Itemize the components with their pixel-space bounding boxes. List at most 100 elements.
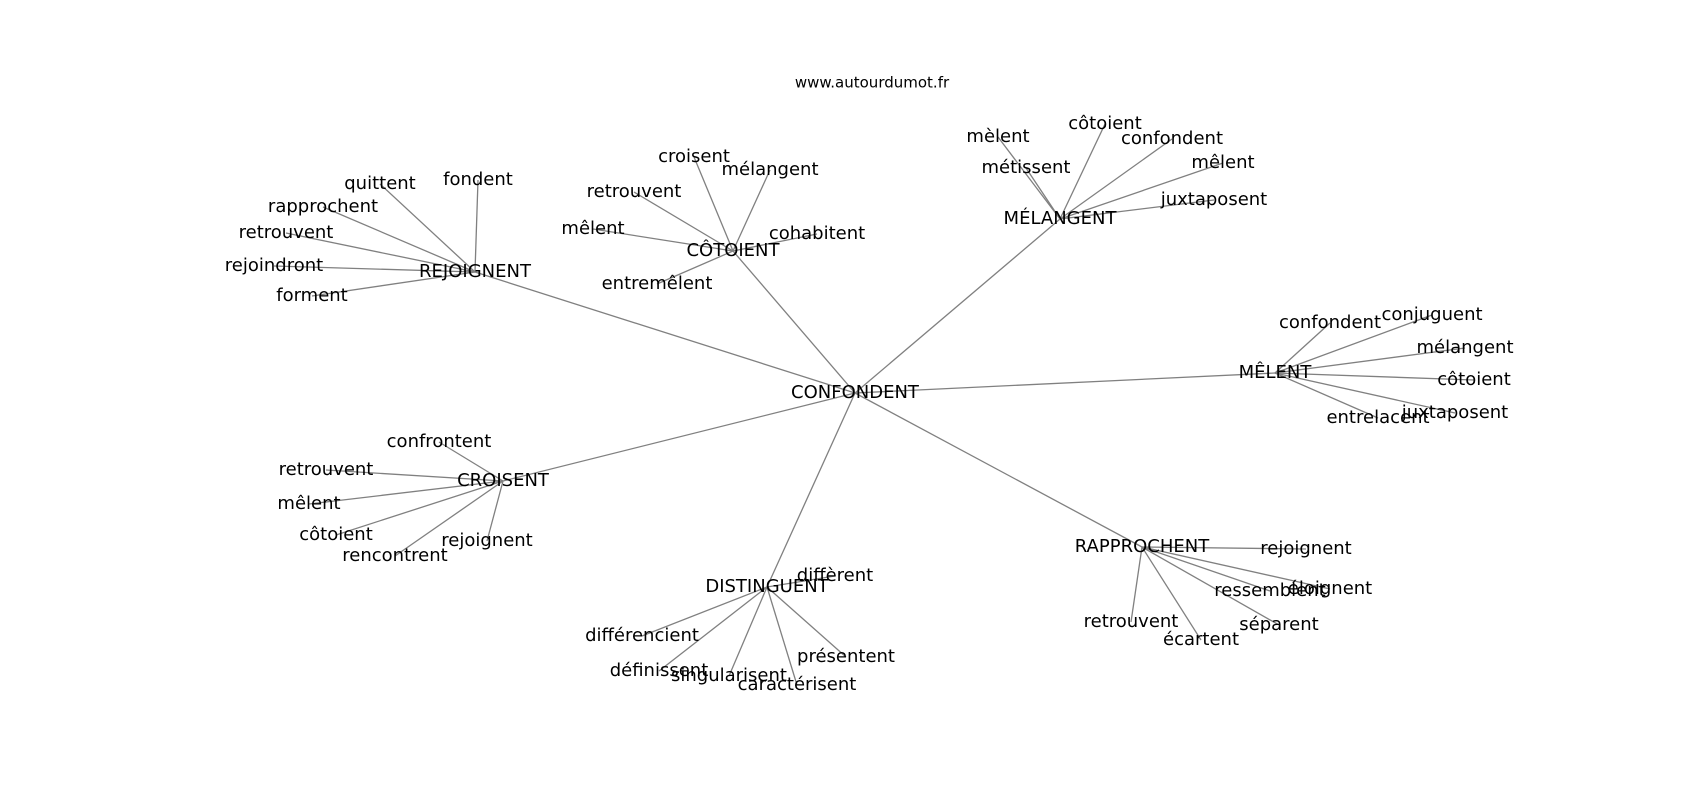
edge-hub-leaf [322, 206, 476, 273]
hub-node[interactable]: MÊLENT [1239, 361, 1313, 383]
leaf-node[interactable]: mélangent [721, 159, 818, 180]
edge-hub-leaf [1274, 372, 1379, 419]
edge-hub-leaf [1059, 162, 1224, 220]
leaf-node[interactable]: mêlent [277, 493, 340, 514]
hub-node[interactable]: CÔTOIENT [686, 239, 780, 261]
leaf-node[interactable]: métissent [982, 157, 1071, 178]
leaf-node[interactable]: différencient [585, 625, 699, 646]
graph-edges [273, 123, 1475, 686]
hub-node[interactable]: RAPPROCHENT [1075, 536, 1210, 557]
leaf-node[interactable]: quittent [344, 173, 416, 194]
edge-hub-leaf [1274, 322, 1331, 374]
hub-node[interactable]: MÉLANGENT [1004, 207, 1118, 229]
edge-hub-leaf [1059, 138, 1173, 220]
leaf-node[interactable]: mêlent [561, 218, 624, 239]
leaf-node[interactable]: définissent [610, 660, 709, 681]
leaf-node[interactable]: côtoient [299, 524, 373, 545]
graph-labels: CONFONDENT REJOIGNENT quittent fondent rappr… [225, 113, 1514, 695]
edge-center-hub [502, 392, 856, 482]
edge-hub-leaf [438, 441, 504, 482]
edge-hub-leaf [1025, 167, 1061, 220]
leaf-node[interactable]: rejoignent [1260, 538, 1351, 559]
leaf-node[interactable]: croisent [658, 146, 730, 167]
edge-hub-leaf [335, 480, 504, 536]
watermark: www.autourdumot.fr [795, 74, 950, 92]
leaf-node[interactable]: séparent [1239, 614, 1318, 635]
edge-hub-leaf [592, 228, 734, 252]
edge-center-hub [854, 218, 1061, 394]
edge-hub-leaf [1141, 546, 1202, 641]
edge-hub-leaf [474, 179, 479, 273]
leaf-node[interactable]: présentent [797, 646, 895, 667]
edge-center-hub [854, 372, 1276, 394]
edge-hub-leaf [766, 586, 798, 686]
leaf-node[interactable]: singularisent [671, 665, 787, 686]
edge-hub-leaf [1141, 546, 1331, 590]
leaf-node[interactable]: diffèrent [797, 565, 873, 586]
edge-hub-leaf [633, 191, 734, 252]
leaf-node[interactable]: juxtaposent [1401, 402, 1509, 423]
leaf-node[interactable]: écartent [1163, 629, 1239, 650]
leaf-node[interactable]: rejoignent [441, 530, 532, 551]
leaf-node[interactable]: rapprochent [268, 196, 378, 217]
edge-hub-leaf [1059, 123, 1106, 220]
edge-hub-leaf [285, 232, 476, 273]
leaf-node[interactable]: confondent [1121, 128, 1223, 149]
edge-hub-leaf [273, 265, 476, 273]
edge-hub-leaf [732, 169, 771, 252]
leaf-node[interactable]: retrouvent [1084, 611, 1179, 632]
leaf-node[interactable]: caractérisent [738, 674, 857, 695]
edge-hub-leaf [486, 480, 504, 542]
edge-hub-leaf [1141, 546, 1307, 550]
leaf-node[interactable]: mélangent [1416, 337, 1513, 358]
leaf-node[interactable]: rejoindront [225, 255, 323, 276]
leaf-node[interactable]: retrouvent [279, 459, 374, 480]
edge-hub-leaf [658, 586, 768, 672]
leaf-node[interactable]: éloignent [1288, 578, 1372, 599]
edge-hub-leaf [997, 136, 1061, 220]
edge-hub-leaf [732, 233, 818, 252]
edge-hub-leaf [1274, 372, 1456, 414]
leaf-node[interactable]: retrouvent [587, 181, 682, 202]
leaf-node[interactable]: côtoient [1068, 113, 1142, 134]
leaf-node[interactable]: entrelacent [1326, 407, 1429, 428]
edge-hub-leaf [728, 586, 768, 677]
leaf-node[interactable]: confondent [1279, 312, 1381, 333]
edge-hub-leaf [656, 250, 734, 285]
leaf-node[interactable]: retrouvent [239, 222, 334, 243]
edge-hub-leaf [1141, 546, 1271, 592]
edge-hub-leaf [1274, 314, 1433, 374]
edge-hub-leaf [1274, 372, 1475, 381]
leaf-node[interactable]: juxtaposent [1160, 189, 1268, 210]
leaf-node[interactable]: fondent [443, 169, 513, 190]
leaf-node[interactable]: rencontrent [342, 545, 447, 566]
leaf-node[interactable]: conjuguent [1381, 304, 1482, 325]
leaf-node[interactable]: cohabitent [769, 223, 865, 244]
leaf-node[interactable]: mêlent [1191, 152, 1254, 173]
hub-node[interactable]: DISTINGUENT [705, 576, 829, 597]
edge-hub-leaf [766, 575, 836, 588]
edge-hub-leaf [1141, 546, 1280, 626]
edge-hub-leaf [308, 480, 504, 505]
leaf-node[interactable]: ressemblent [1214, 580, 1325, 601]
edge-hub-leaf [1130, 546, 1143, 623]
edge-hub-leaf [1059, 199, 1215, 220]
edge-hub-leaf [379, 183, 476, 273]
leaf-node[interactable]: confrontent [387, 431, 492, 452]
leaf-node[interactable]: forment [276, 285, 348, 306]
leaf-node[interactable]: entremêlent [602, 273, 713, 294]
edge-center-hub [766, 392, 856, 588]
edge-hub-leaf [641, 586, 768, 637]
edge-hub-leaf [311, 271, 476, 297]
leaf-node[interactable]: mèlent [966, 126, 1029, 147]
edge-center-hub [732, 250, 856, 394]
leaf-node[interactable]: côtoient [1437, 369, 1511, 390]
edge-hub-leaf [394, 480, 504, 557]
edge-hub-leaf [693, 156, 734, 252]
center-node[interactable]: CONFONDENT [791, 382, 920, 403]
hub-node[interactable]: CROISENT [457, 470, 550, 491]
edge-hub-leaf [325, 469, 504, 482]
edge-center-hub [474, 271, 856, 394]
hub-node[interactable]: REJOIGNENT [419, 261, 532, 282]
